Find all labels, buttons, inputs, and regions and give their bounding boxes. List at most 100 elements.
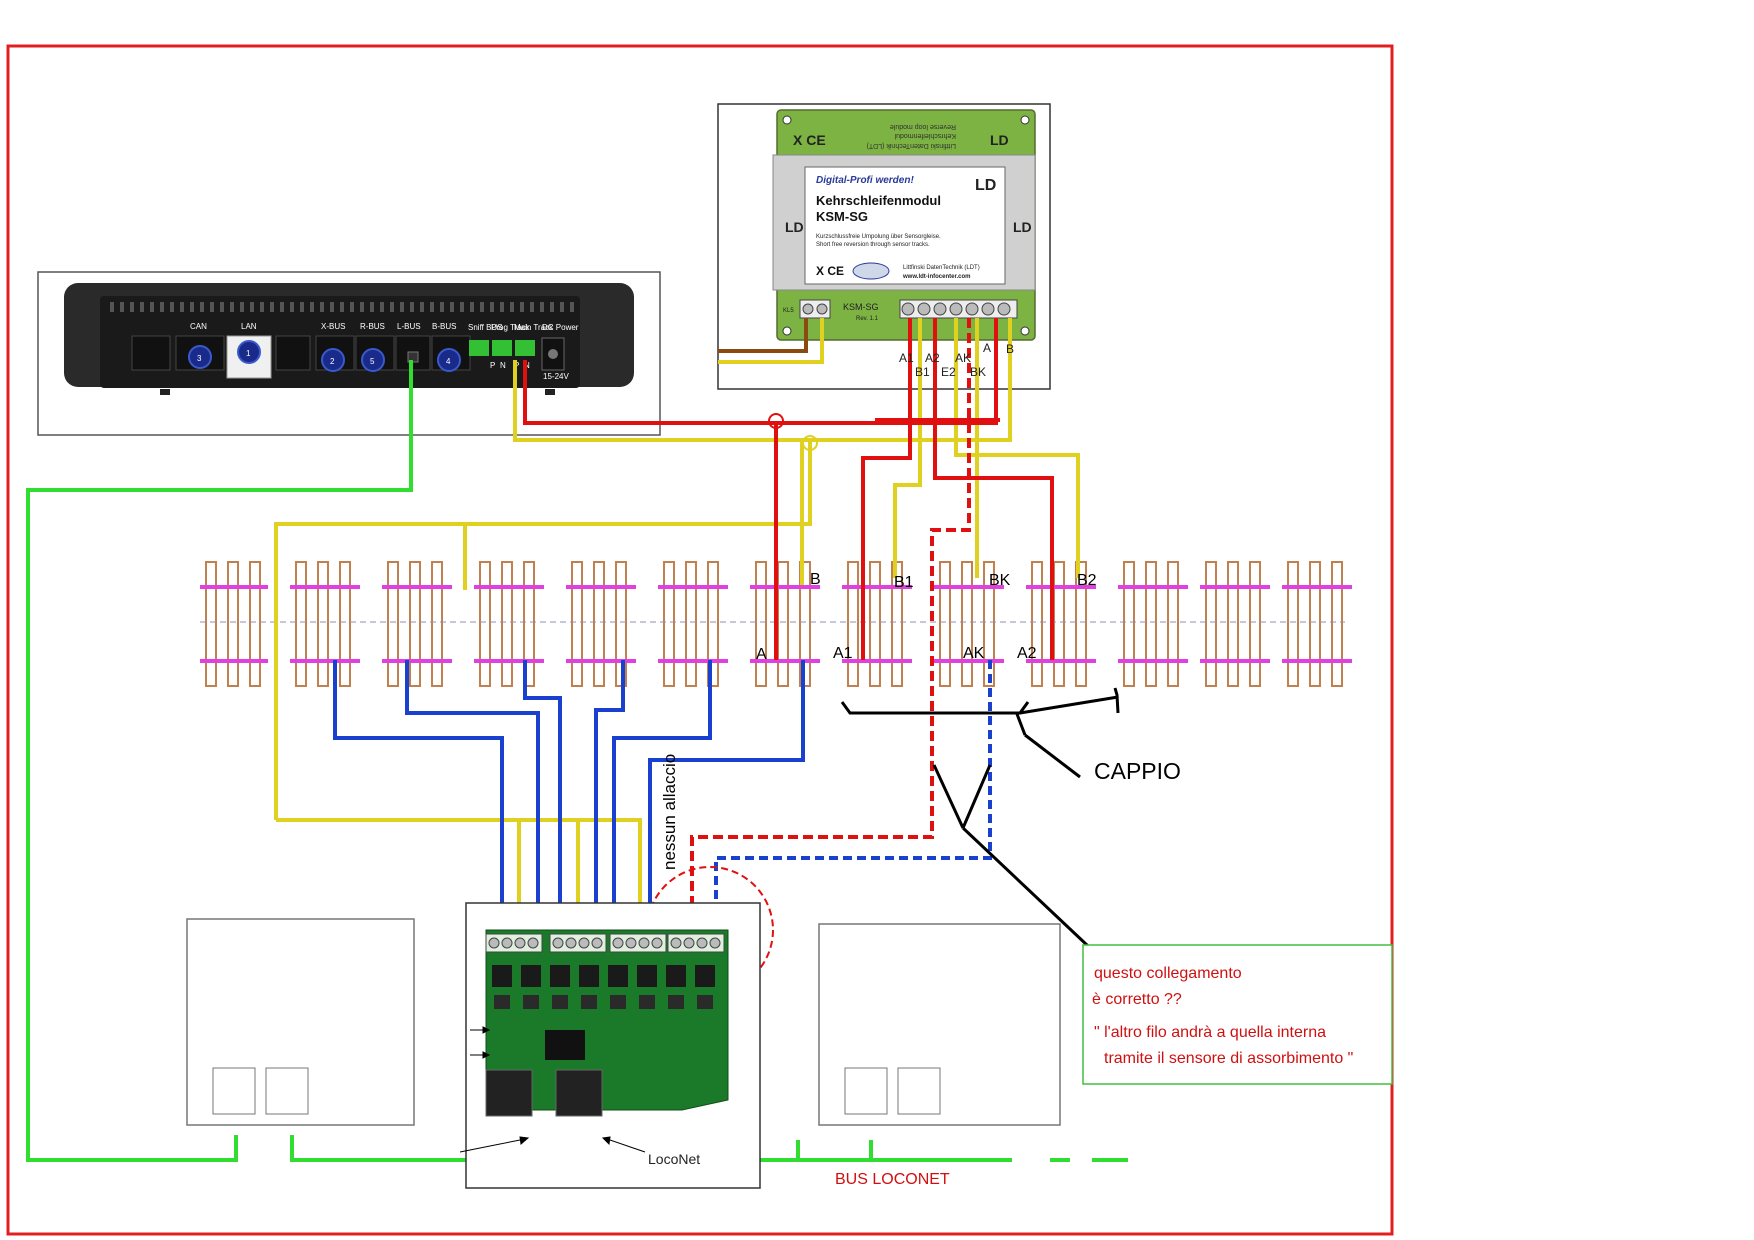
- no-connection-label: nessun allaccio: [660, 754, 679, 870]
- pointer-arrows: [459, 1026, 646, 1153]
- vent-slot: [570, 302, 574, 312]
- terminal-label: E2: [941, 365, 956, 379]
- ldt-logo-icon: LD: [785, 219, 804, 235]
- port-label: CAN: [190, 322, 207, 331]
- chip: [579, 965, 599, 987]
- terminal-label: BK: [970, 365, 986, 379]
- vent-slot: [300, 302, 304, 312]
- command-station: 3 1 2 5 4 CAN LAN X-BUS R-BUS L-BUS B-BU…: [37, 271, 661, 436]
- vent-slot: [130, 302, 134, 312]
- vent-slot: [120, 302, 124, 312]
- module-description: Kurzschlussfreie Umpolung über Sensorgle…: [816, 234, 941, 240]
- port-label: Prog Track: [491, 323, 531, 332]
- track-sleeper: [777, 561, 789, 687]
- vent-slot: [340, 302, 344, 312]
- terminal-screw: [514, 937, 526, 949]
- can-port: [188, 345, 212, 369]
- terminal-screw: [965, 302, 979, 316]
- chip: [523, 995, 539, 1009]
- terminal-screw: [501, 937, 513, 949]
- chip: [552, 995, 568, 1009]
- terminal-screw: [981, 302, 995, 316]
- chip: [668, 995, 684, 1009]
- vent-slot: [290, 302, 294, 312]
- reverse-loop-module: Littfinski DatenTechnik (LDT) Kehrschlei…: [717, 103, 1051, 390]
- port-number: 5: [370, 357, 375, 366]
- terminal-screw: [591, 937, 603, 949]
- ldt-logo-icon: LD: [990, 132, 1009, 148]
- chip: [637, 965, 657, 987]
- port-number: 4: [446, 357, 451, 366]
- track-label-b1: B1: [894, 574, 914, 591]
- track-label-a: A: [756, 646, 767, 663]
- vent-slot: [460, 302, 464, 312]
- detector-terminal-block: [549, 933, 607, 953]
- terminal-screw: [683, 937, 695, 949]
- loconet-label: LocoNet: [648, 1151, 700, 1167]
- terminal-screw: [612, 937, 624, 949]
- loop-bracket: [840, 687, 1120, 948]
- track-sleeper: [571, 561, 583, 687]
- microcontroller: [545, 1030, 585, 1060]
- track-sleeper: [847, 561, 859, 687]
- mirrored-text: Reverse loop module: [890, 123, 956, 130]
- wires: [26, 318, 1128, 1162]
- terminal-screw: [488, 937, 500, 949]
- terminal-screw: [917, 302, 931, 316]
- left-device: [186, 918, 415, 1126]
- terminal-screw: [552, 937, 564, 949]
- vent-slot: [140, 302, 144, 312]
- module-url: www.ldt-infocenter.com: [902, 274, 970, 280]
- xbus-port: [321, 348, 345, 372]
- note-line: tramite il sensore di assorbimento ": [1104, 1050, 1353, 1067]
- highlight-circle: [646, 866, 774, 994]
- track-sleeper: [1053, 561, 1065, 687]
- vent-slot: [220, 302, 224, 312]
- vent-slot: [190, 302, 194, 312]
- pin-label: N: [500, 361, 506, 370]
- module-description: Short free reversion through sensor trac…: [816, 242, 930, 248]
- track-sleeper: [1287, 561, 1299, 687]
- vent-slot: [180, 302, 184, 312]
- chip: [608, 965, 628, 987]
- vent-slot: [150, 302, 154, 312]
- right-device: [818, 923, 1061, 1126]
- ce-mark-icon: X CE: [793, 132, 826, 148]
- vent-slot: [390, 302, 394, 312]
- track-sleeper: [431, 561, 443, 687]
- track-sleeper: [663, 561, 675, 687]
- detector-terminal-block: [609, 933, 667, 953]
- port-label: B-BUS: [432, 322, 456, 331]
- outer-frame: [6, 44, 1394, 1236]
- vent-slot: [470, 302, 474, 312]
- vent-slot: [310, 302, 314, 312]
- vent-slots: [110, 302, 574, 312]
- note-line: è corretto ??: [1092, 991, 1182, 1008]
- vent-slot: [350, 302, 354, 312]
- track-sleeper: [205, 561, 217, 687]
- vent-slot: [360, 302, 364, 312]
- terminal-screw: [901, 302, 915, 316]
- terminal-screw: [949, 302, 963, 316]
- vent-slot: [490, 302, 494, 312]
- port-label: DC Power: [542, 323, 579, 332]
- track-sleeper: [1249, 561, 1261, 687]
- rbus-port: [361, 348, 385, 372]
- chip: [581, 995, 597, 1009]
- question-note: questo collegamento è corretto ?? " l'al…: [1082, 944, 1393, 1085]
- detector-chips: [492, 965, 715, 1060]
- loconet-socket: [555, 1069, 603, 1117]
- track-sleeper: [479, 561, 491, 687]
- detector-terminals: [485, 933, 725, 953]
- track-label-b: B: [810, 571, 821, 588]
- board-label: KSM-SG: [843, 302, 879, 312]
- track-sleeper: [1031, 561, 1043, 687]
- track-sleeper: [387, 561, 399, 687]
- terminal-screw: [578, 937, 590, 949]
- bbus-port: [437, 348, 461, 372]
- terminal-label: B1: [915, 365, 930, 379]
- track-rails: [200, 585, 1352, 663]
- terminal-screw: [997, 302, 1011, 316]
- vent-slot: [250, 302, 254, 312]
- power-label: 15-24V: [543, 372, 569, 381]
